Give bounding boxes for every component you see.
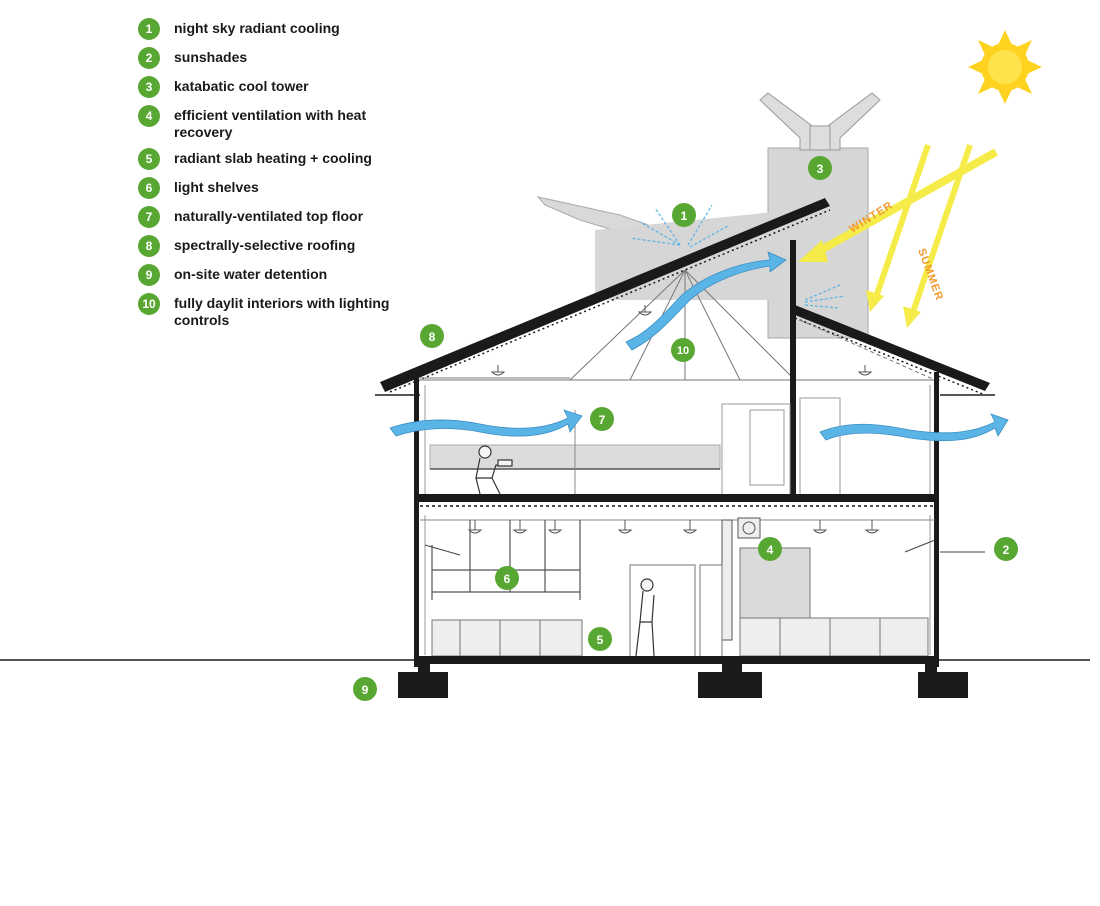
legend-label: spectrally-selective roofing <box>174 237 356 253</box>
legend-label: efficient ventilation with heat recovery <box>174 107 367 140</box>
badge-10: 10 <box>671 338 695 362</box>
legend-number-badge: 10 <box>138 293 160 315</box>
badge-1: 1 <box>672 203 696 227</box>
legend-label: night sky radiant cooling <box>174 20 340 36</box>
sunshade <box>424 539 985 556</box>
svg-text:1: 1 <box>681 209 688 223</box>
svg-text:5: 5 <box>597 633 604 647</box>
legend: 1 night sky radiant cooling 2 sunshades … <box>138 18 398 336</box>
legend-item: 7 naturally-ventilated top floor <box>138 206 398 228</box>
svg-text:9: 9 <box>362 683 369 697</box>
clerestory-fin <box>536 196 795 300</box>
legend-label: naturally-ventilated top floor <box>174 208 364 224</box>
legend-number-badge: 7 <box>138 206 160 228</box>
legend-number-badge: 6 <box>138 177 160 199</box>
summer-ray-arrow-icon <box>903 306 921 328</box>
airflow-arrow-icon <box>625 251 787 351</box>
legend-number-badge: 1 <box>138 18 160 40</box>
airflow-arrow-icon <box>389 409 583 437</box>
legend-number-badge: 5 <box>138 148 160 170</box>
legend-number-badge: 2 <box>138 47 160 69</box>
badge-5: 5 <box>588 627 612 651</box>
summer-ray-arrow-icon <box>866 290 884 312</box>
light-shelves <box>431 520 581 600</box>
legend-item: 1 night sky radiant cooling <box>138 18 398 40</box>
badge-7: 7 <box>590 407 614 431</box>
svg-text:3: 3 <box>817 162 824 176</box>
air-flow-arrows <box>389 251 1009 442</box>
legend-item: 4 efficient ventilation with heat recove… <box>138 105 398 141</box>
svg-text:6: 6 <box>504 572 511 586</box>
badge-2: 2 <box>994 537 1018 561</box>
legend-item: 6 light shelves <box>138 177 398 199</box>
svg-text:8: 8 <box>429 330 436 344</box>
svg-text:7: 7 <box>599 413 606 427</box>
roof-truss <box>418 269 940 381</box>
radiant-cooling-dashes <box>629 204 846 309</box>
winter-ray-arrow-icon <box>798 240 828 262</box>
legend-number-badge: 3 <box>138 76 160 98</box>
lower-counters <box>431 547 929 658</box>
legend-label: light shelves <box>174 179 259 195</box>
badge-3: 3 <box>808 156 832 180</box>
legend-label: fully daylit interiors with lighting con… <box>174 295 390 328</box>
legend-item: 2 sunshades <box>138 47 398 69</box>
svg-text:2: 2 <box>1003 543 1010 557</box>
badge-6: 6 <box>495 566 519 590</box>
diagram-badges: 1 2 3 4 5 6 7 8 9 10 <box>353 156 1018 701</box>
ceiling-lights <box>467 305 880 534</box>
sun-icon <box>968 30 1042 104</box>
legend-label: sunshades <box>174 49 248 65</box>
cool-tower <box>759 92 881 339</box>
svg-text:10: 10 <box>677 345 689 357</box>
person-standing-icon <box>635 578 655 657</box>
airflow-arrow-icon <box>819 413 1009 442</box>
badge-9: 9 <box>353 677 377 701</box>
legend-label: katabatic cool tower <box>174 78 309 94</box>
ground-floor-slab <box>398 656 968 698</box>
legend-item: 5 radiant slab heating + cooling <box>138 148 398 170</box>
badge-8: 8 <box>420 324 444 348</box>
legend-number-badge: 8 <box>138 235 160 257</box>
legend-label: on-site water detention <box>174 266 328 282</box>
legend-item: 8 spectrally-selective roofing <box>138 235 398 257</box>
legend-label: radiant slab heating + cooling <box>174 150 372 166</box>
legend-item: 10 fully daylit interiors with lighting … <box>138 293 398 329</box>
legend-item: 3 katabatic cool tower <box>138 76 398 98</box>
badge-4: 4 <box>758 537 782 561</box>
svg-text:4: 4 <box>767 543 774 557</box>
person-seated-icon <box>475 445 513 495</box>
legend-number-badge: 4 <box>138 105 160 127</box>
legend-item: 9 on-site water detention <box>138 264 398 286</box>
roof <box>375 198 995 396</box>
second-floor-slab <box>418 494 938 521</box>
walls <box>414 240 939 667</box>
legend-number-badge: 9 <box>138 264 160 286</box>
